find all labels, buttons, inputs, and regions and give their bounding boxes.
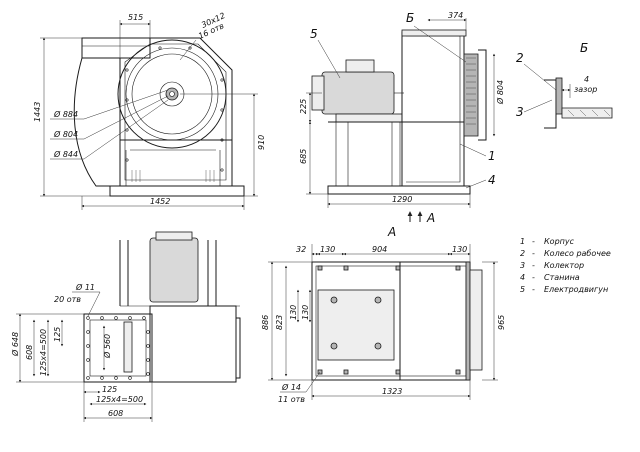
- detail-b: Б 2 3 4 зазор: [516, 41, 613, 129]
- dim-965: 965: [497, 315, 506, 330]
- motor-plate: [317, 289, 395, 361]
- plan-title: A: [387, 225, 396, 239]
- svg-text:Колесо рабочее: Колесо рабочее: [544, 249, 611, 258]
- dim-holes11: 11 отв: [278, 395, 305, 404]
- motor-body: [321, 71, 395, 115]
- dim-d11: Ø 11: [75, 282, 95, 292]
- flange-holes: [86, 316, 150, 380]
- dim-1443: 1443: [33, 102, 42, 122]
- svg-text:Колектор: Колектор: [544, 261, 584, 270]
- svg-text:-: -: [532, 273, 535, 282]
- callout-5: 5: [310, 27, 318, 41]
- svg-text:Корпус: Корпус: [544, 237, 575, 246]
- dim-d844: Ø 844: [53, 149, 78, 159]
- dim-904: 904: [372, 245, 387, 254]
- dim-608-horz: 608: [108, 409, 123, 418]
- legend-item: 1 - Корпус: [520, 237, 575, 246]
- front-view: 515 30x12 16 отв 1443 910 1452 Ø 884 Ø 8…: [33, 11, 266, 210]
- dim-130-top-right: 130: [452, 245, 467, 254]
- section-mark-b: Б: [406, 11, 414, 25]
- dim-125x4-horz: 125x4=500: [96, 395, 143, 404]
- dim-d14: Ø 14: [281, 382, 301, 392]
- dim-130-vert-b: 130: [301, 305, 310, 320]
- svg-text:-: -: [532, 237, 535, 246]
- dim-1290: 1290: [392, 195, 412, 204]
- dim-side-d804: Ø 804: [495, 80, 505, 105]
- motor-top: [149, 237, 199, 303]
- dim-886: 886: [261, 315, 270, 330]
- svg-text:-: -: [532, 261, 535, 270]
- dim-648: Ø 648: [10, 332, 20, 357]
- dim-515: 515: [128, 13, 143, 22]
- dim-125-horz: 125: [102, 385, 117, 394]
- detail-title: Б: [580, 41, 588, 55]
- svg-text:5: 5: [520, 285, 525, 294]
- bottom-left-view: Ø 11 20 отв Ø 648 608 125x4=500 125 Ø 56…: [10, 231, 241, 422]
- side-view: 374 Б 5 Ø 804 225 685 1290 1 4 A: [299, 11, 505, 225]
- view-arrow-a: A: [426, 211, 435, 225]
- dim-1323: 1323: [382, 387, 402, 396]
- svg-text:-: -: [532, 285, 535, 294]
- dim-374: 374: [448, 11, 463, 20]
- dim-823: 823: [275, 315, 284, 330]
- svg-text:1: 1: [520, 237, 525, 246]
- dim-holes20: 20 отв: [54, 295, 81, 304]
- svg-text:3: 3: [520, 261, 525, 270]
- dim-130-top-left: 130: [320, 245, 335, 254]
- dim-1452: 1452: [150, 197, 170, 206]
- callout-4: 4: [488, 173, 496, 187]
- detail-callout-3: 3: [516, 105, 524, 119]
- svg-text:4: 4: [520, 273, 525, 282]
- detail-gap-label: зазор: [574, 85, 597, 94]
- dim-130-vert-a: 130: [289, 305, 298, 320]
- dim-125-vert: 125: [53, 327, 62, 342]
- dim-d884: Ø 884: [53, 109, 78, 119]
- dim-685: 685: [299, 149, 308, 164]
- svg-text:Станина: Станина: [544, 273, 580, 282]
- detail-callout-2: 2: [516, 51, 524, 65]
- parts-legend: 1 - Корпус 2 - Колесо рабочее 3 - Колект…: [520, 237, 611, 294]
- dim-d804: Ø 804: [53, 129, 78, 139]
- dim-125x4-vert: 125x4=500: [39, 329, 48, 376]
- dim-d560: Ø 560: [102, 334, 112, 359]
- svg-text:-: -: [532, 249, 535, 258]
- dim-225: 225: [299, 99, 308, 114]
- detail-gap-4: 4: [584, 75, 589, 84]
- legend-item: 3 - Колектор: [520, 261, 584, 270]
- flange-bolts: [125, 46, 224, 172]
- dim-910: 910: [257, 135, 266, 150]
- svg-text:2: 2: [520, 249, 525, 258]
- callout-1: 1: [488, 149, 496, 163]
- dim-32: 32: [296, 245, 306, 254]
- legend-item: 4 - Станина: [520, 273, 580, 282]
- legend-item: 2 - Колесо рабочее: [520, 249, 611, 258]
- svg-text:Електродвигун: Електродвигун: [544, 285, 608, 294]
- dim-608-vert: 608: [25, 345, 34, 360]
- inlet-flange: [83, 313, 153, 383]
- legend-item: 5 - Електродвигун: [520, 285, 608, 294]
- plan-view-a: A 32 130 904 130 886 823: [261, 225, 506, 404]
